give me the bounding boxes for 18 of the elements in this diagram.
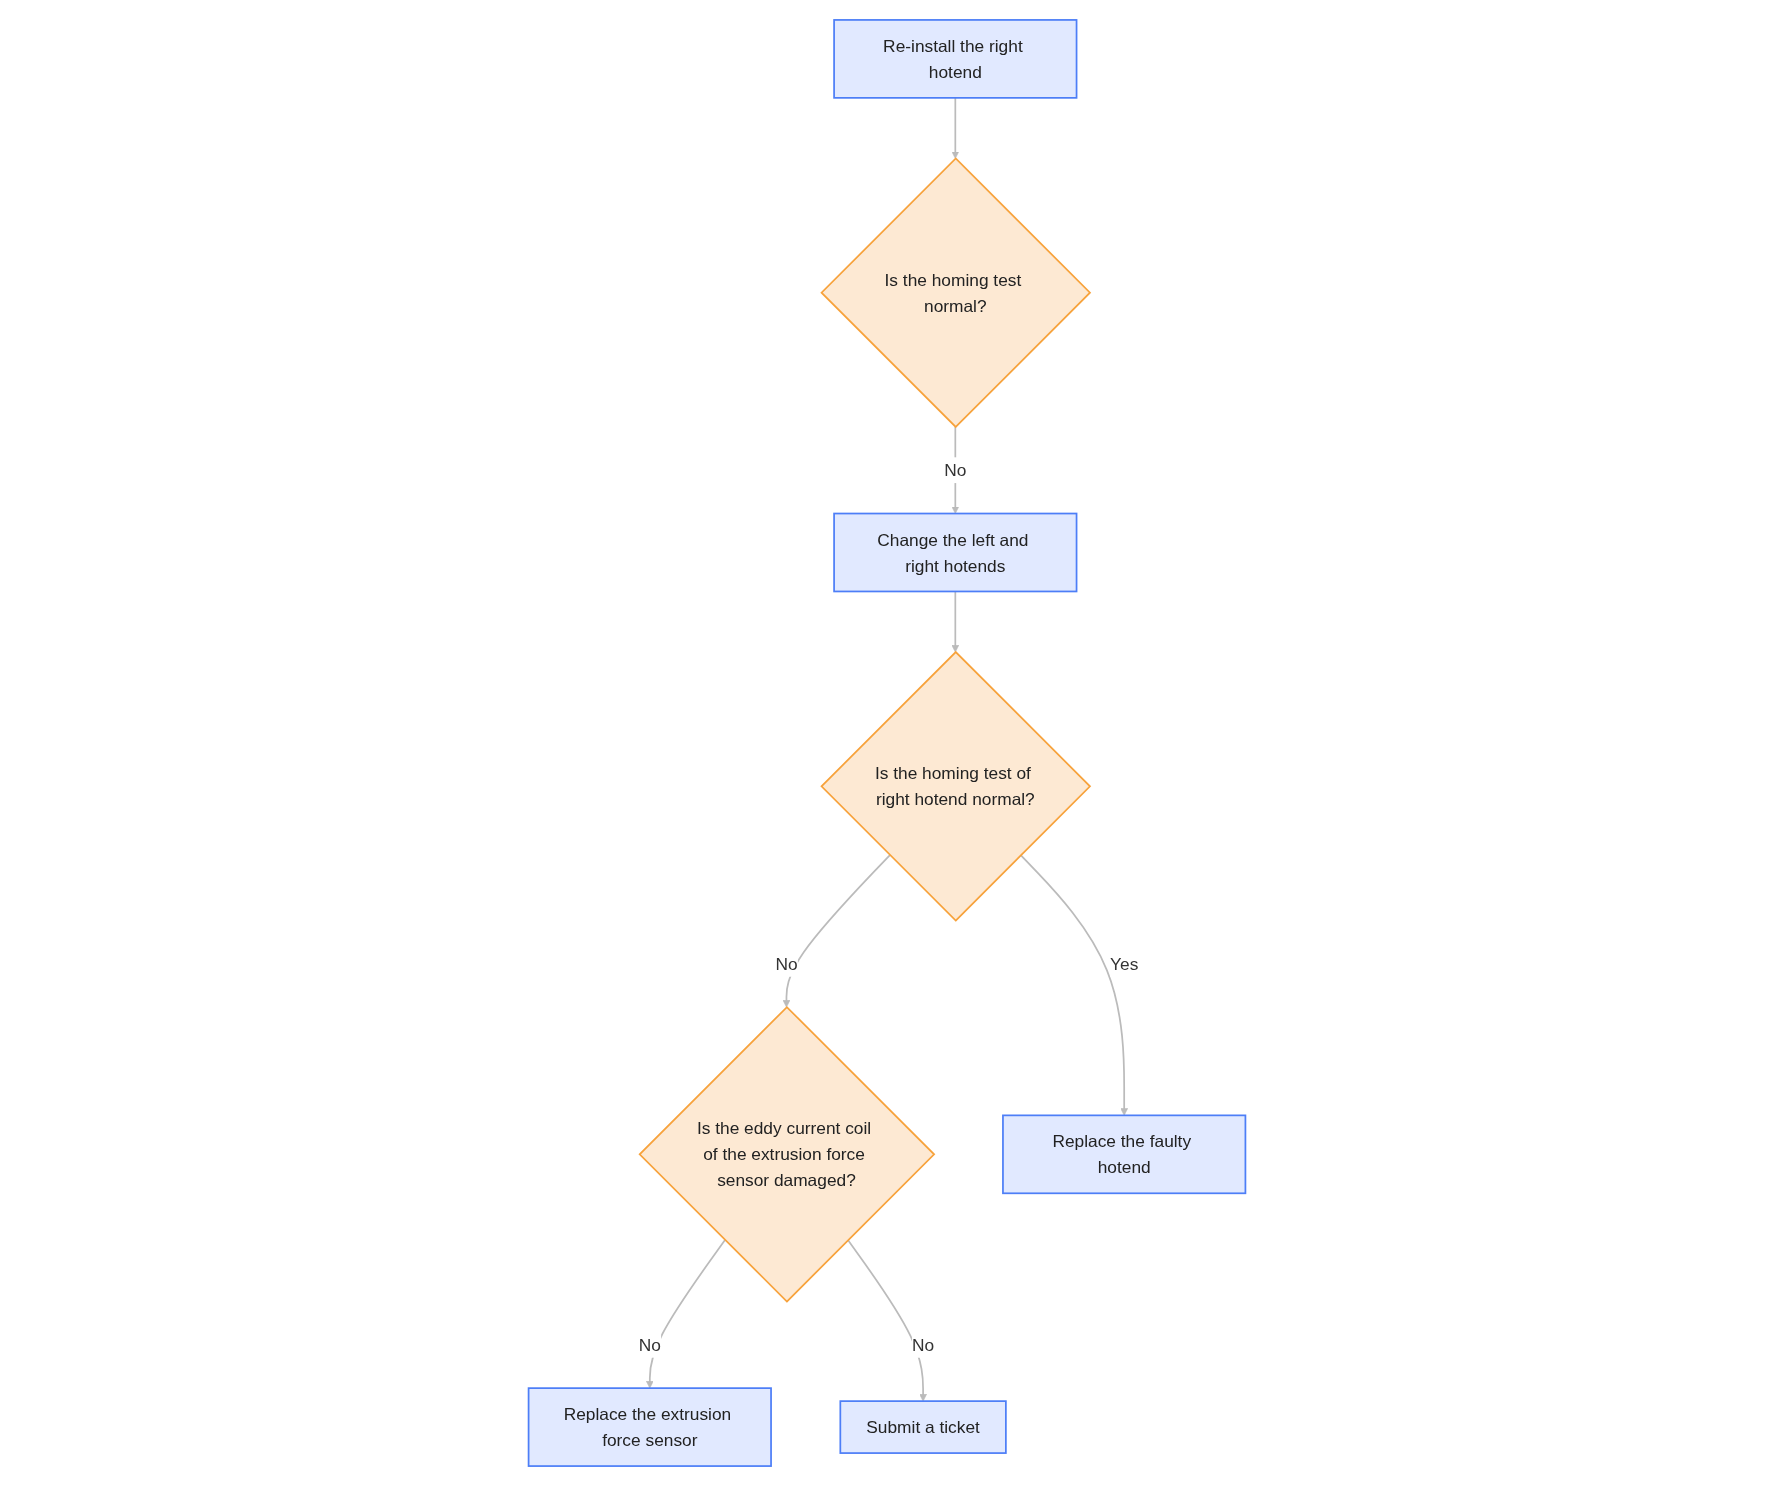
node-box: Re-install the right hotend: [833, 19, 1078, 99]
node-diamond: Is the homing test normal?: [820, 157, 1092, 429]
edge-label: No: [775, 954, 798, 974]
edge-label: No: [638, 1335, 661, 1355]
edge-label: Yes: [1110, 954, 1139, 974]
edge-label: No: [944, 460, 967, 480]
node-box: Replace the extrusion force sensor: [527, 1387, 772, 1467]
node-box: Replace the faulty hotend: [1002, 1114, 1247, 1195]
arrow: [847, 1239, 927, 1402]
node-box: Submit a ticket: [839, 1400, 1007, 1454]
arrow: [951, 590, 960, 653]
node-diamond: Is the homing test of right hotend normal?: [820, 650, 1092, 922]
edge-label: No: [912, 1335, 935, 1355]
arrow: [782, 854, 891, 1008]
arrow: [951, 97, 960, 159]
arrow: [1019, 854, 1128, 1116]
node-diamond: Is the eddy current coil of the extrusion force sensor damaged?: [638, 1005, 936, 1303]
node-box: Change the left and right hotends: [833, 512, 1078, 593]
